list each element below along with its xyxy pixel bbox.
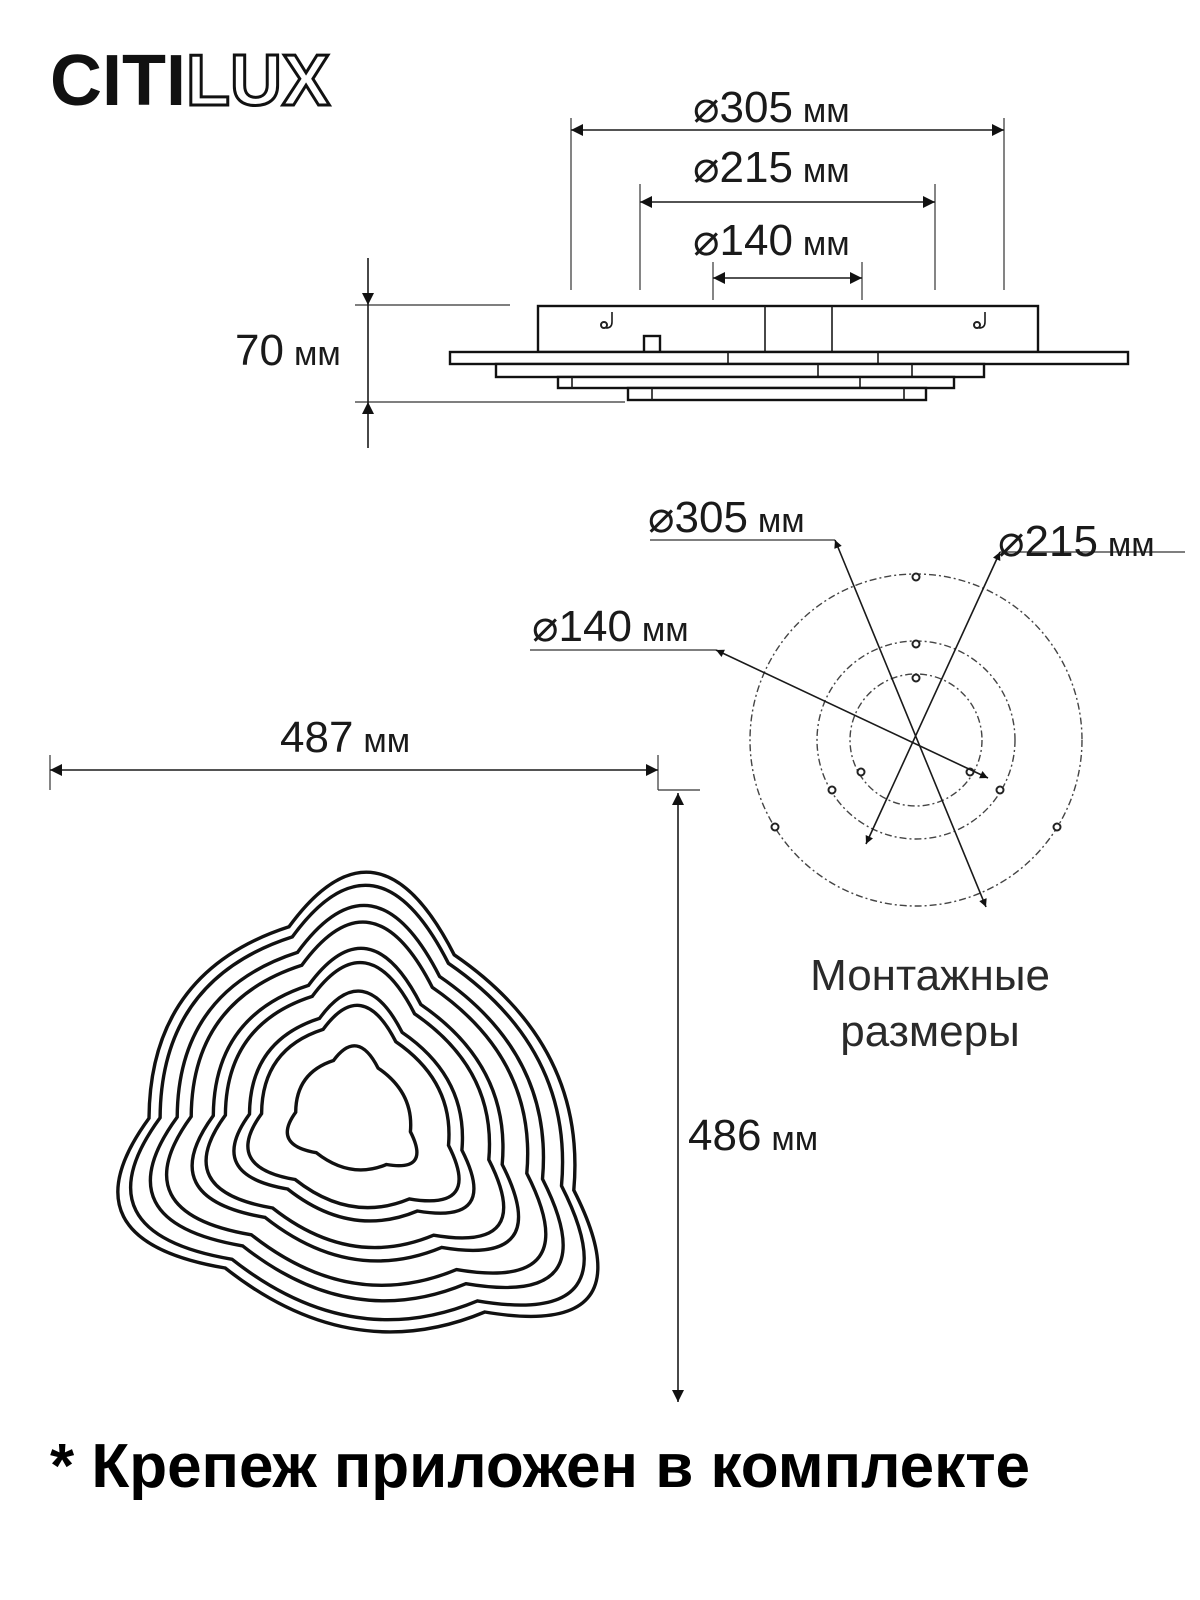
lamp-ring-8 xyxy=(246,1003,461,1210)
logo-text-outline: LUX xyxy=(186,41,330,121)
mount-hole xyxy=(1052,822,1062,832)
logo-text-bold: CITI xyxy=(50,41,186,121)
mount-hole xyxy=(911,572,921,582)
mount-caption-line2: размеры xyxy=(840,1007,1019,1056)
lamp-ring-7 xyxy=(232,989,476,1223)
mount-hole xyxy=(911,673,921,683)
lamp-rings xyxy=(116,870,600,1334)
lamp-layer-2 xyxy=(494,362,986,379)
lamp-layer-3 xyxy=(556,375,956,390)
lamp-layer-4 xyxy=(626,386,928,402)
lamp-layer-1 xyxy=(448,350,1130,366)
mount-circle-140 xyxy=(849,673,983,807)
mount-hole xyxy=(827,785,837,795)
svg-text:CITILUX: CITILUX xyxy=(50,41,330,121)
lamp-ring-9 xyxy=(285,1044,419,1172)
mount-hole xyxy=(995,785,1005,795)
lamp-ring-1 xyxy=(116,870,600,1334)
brand-logo: CITILUX xyxy=(50,40,331,123)
footer-note: * Крепеж приложен в комплекте xyxy=(50,1432,1030,1501)
mount-hole xyxy=(856,767,866,777)
mount-caption-line1: Монтажные xyxy=(810,951,1050,1000)
mount-hole xyxy=(911,639,921,649)
mount-hole xyxy=(770,822,780,832)
lamp-ring-4 xyxy=(164,920,548,1287)
lamp-ring-6 xyxy=(204,960,506,1250)
lamp-ring-3 xyxy=(148,903,565,1303)
lamp-ring-5 xyxy=(190,946,521,1263)
lamp-base-profile xyxy=(536,304,1040,354)
mount-circle-215 xyxy=(816,640,1016,840)
lamp-ring-2 xyxy=(129,883,586,1322)
mount-circle-305 xyxy=(749,573,1083,907)
